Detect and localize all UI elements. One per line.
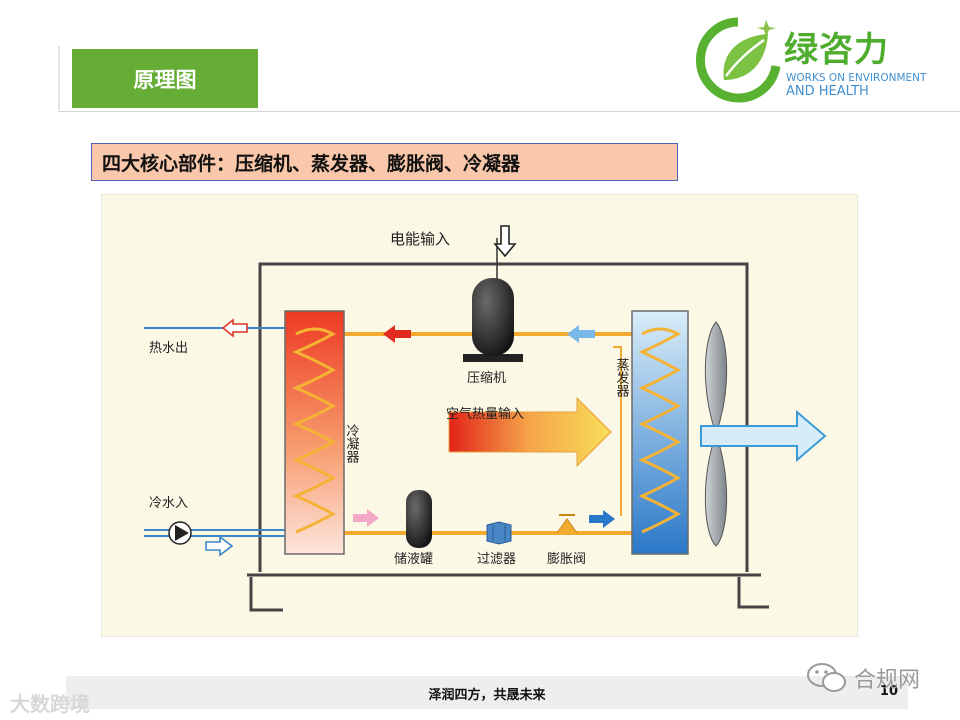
evaporator-coil xyxy=(638,327,682,534)
receiver-tank xyxy=(406,490,432,548)
cold-water-in-arrow xyxy=(205,535,234,557)
expansion-valve xyxy=(556,514,578,534)
header-divider xyxy=(58,111,960,112)
electric-input-arrow xyxy=(493,225,517,258)
suction-flow-arrow xyxy=(567,325,595,343)
footer-slogan: 泽润四方，共晟未来 xyxy=(428,688,546,703)
logo-tagline: WORKS ON ENVIRONMENT AND HEALTH xyxy=(786,71,926,99)
liquid-flow-arrow-blue xyxy=(589,510,615,528)
expansion-valve-label: 膨胀阀 xyxy=(547,552,586,567)
condenser-label: 冷凝器 xyxy=(344,424,360,464)
water-pump xyxy=(168,521,192,545)
page-number: 10 xyxy=(879,684,898,699)
unit-foot-right xyxy=(737,577,769,609)
watermark-right-text: 合规网 xyxy=(854,668,921,693)
logo-tagline-line1: WORKS ON ENVIRONMENT xyxy=(786,72,927,84)
fan-blades xyxy=(704,321,728,547)
watermark-left: 大数跨境 xyxy=(10,688,90,717)
company-logo: 绿咨力 WORKS ON ENVIRONMENT AND HEALTH xyxy=(694,14,944,106)
evaporator-label: 蒸发器 xyxy=(614,358,630,398)
unit-housing xyxy=(258,262,749,572)
hot-water-out-arrow xyxy=(221,318,248,338)
hot-gas-flow-arrow xyxy=(383,325,411,343)
logo-name: 绿咨力 xyxy=(784,30,889,70)
capillary-tube xyxy=(613,346,622,516)
core-components-caption: 四大核心部件：压缩机、蒸发器、膨胀阀、冷凝器 xyxy=(91,143,678,181)
watermark-left-text: 大数跨境 xyxy=(10,692,90,716)
leaf-logo-icon xyxy=(696,17,781,103)
watermark-right: 合规网 xyxy=(806,660,946,700)
unit-foot-left xyxy=(249,577,283,612)
heat-pump-diagram: 电能输入 热水出 冷水入 压缩机 空气热量输入 储液罐 过滤器 膨胀阀 冷凝器 … xyxy=(101,194,858,637)
electric-input-label: 电能输入 xyxy=(390,230,450,248)
air-heat-input-arrow xyxy=(448,396,612,468)
air-outflow-arrow xyxy=(700,409,827,463)
liquid-flow-arrow-pink xyxy=(353,509,379,527)
footer-bar: 泽润四方，共晟未来 10 xyxy=(66,676,908,709)
compressor-label: 压缩机 xyxy=(467,370,506,386)
air-heat-input-label: 空气热量输入 xyxy=(446,406,524,422)
header-accent-line xyxy=(58,46,60,110)
filter-drier xyxy=(486,521,512,545)
compressor-base xyxy=(463,354,523,362)
filter-label: 过滤器 xyxy=(477,552,516,567)
cold-water-in-label: 冷水入 xyxy=(149,496,188,511)
hot-water-out-label: 热水出 xyxy=(149,341,188,356)
logo-tagline-line2: AND HEALTH xyxy=(786,84,869,99)
wechat-icon xyxy=(807,663,846,692)
page-title: 原理图 xyxy=(72,49,258,108)
condenser-coil xyxy=(292,327,337,534)
compressor xyxy=(472,278,514,356)
receiver-label: 储液罐 xyxy=(394,552,433,567)
